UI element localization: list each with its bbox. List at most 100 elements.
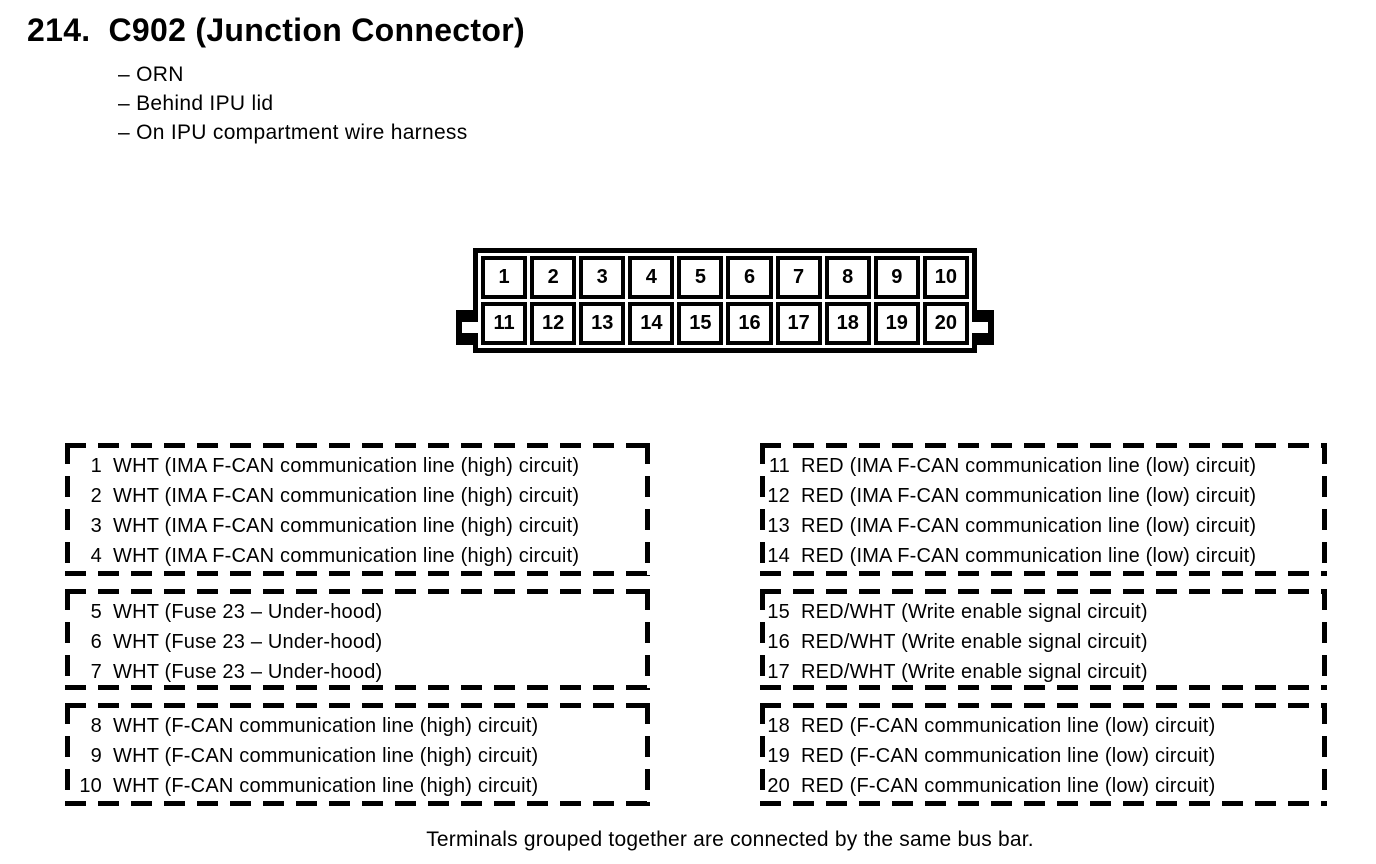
terminal-pin: 3 <box>90 515 102 537</box>
terminal-desc: RED/WHT (Write enable signal circuit) <box>801 631 1148 653</box>
terminal-pin: 10 <box>79 775 102 797</box>
terminal-desc: WHT (F-CAN communication line (high) cir… <box>113 775 539 797</box>
terminal-pin: 18 <box>767 715 790 737</box>
terminal-row: 7 WHT (Fuse 23 – Under-hood) <box>70 657 642 687</box>
terminal-pin: 11 <box>768 455 790 477</box>
terminal-desc: RED (F-CAN communication line (low) circ… <box>801 745 1216 767</box>
pin-cell-19: 19 <box>873 302 920 345</box>
terminal-desc: WHT (F-CAN communication line (high) cir… <box>113 715 539 737</box>
terminal-pin: 8 <box>90 715 102 737</box>
terminal-pin: 7 <box>90 661 102 683</box>
terminal-row: 19 RED (F-CAN communication line (low) ci… <box>765 741 1319 771</box>
terminal-row: 8 WHT (F-CAN communication line (high) ci… <box>70 711 642 741</box>
terminal-desc: RED (F-CAN communication line (low) circ… <box>801 775 1216 797</box>
pin-cell-2: 2 <box>530 256 577 299</box>
terminal-desc: WHT (IMA F-CAN communication line (high)… <box>113 545 580 567</box>
pin-cell-3: 3 <box>579 256 626 299</box>
terminal-row: 5 WHT (Fuse 23 – Under-hood) <box>70 597 642 627</box>
pin-cell-8: 8 <box>824 256 871 299</box>
terminal-row: 11 RED (IMA F-CAN communication line (low… <box>765 451 1319 481</box>
terminal-pin: 13 <box>767 515 790 537</box>
pin-cell-20: 20 <box>922 302 969 345</box>
terminal-desc: RED (F-CAN communication line (low) circ… <box>801 715 1216 737</box>
pin-cell-4: 4 <box>628 256 675 299</box>
pin-cell-5: 5 <box>677 256 724 299</box>
terminal-row: 4 WHT (IMA F-CAN communication line (high… <box>70 541 642 571</box>
pin-cell-9: 9 <box>873 256 920 299</box>
terminal-desc: RED (IMA F-CAN communication line (low) … <box>801 545 1257 567</box>
terminal-row: 14 RED (IMA F-CAN communication line (low… <box>765 541 1319 571</box>
terminal-pin: 9 <box>90 745 102 767</box>
heading-text: C902 (Junction Connector) <box>108 12 525 48</box>
terminal-pin: 14 <box>767 545 790 567</box>
pin-cell-11: 11 <box>481 302 528 345</box>
terminal-desc: RED/WHT (Write enable signal circuit) <box>801 661 1148 683</box>
terminal-row: 15 RED/WHT (Write enable signal circuit) <box>765 597 1319 627</box>
terminal-desc: WHT (IMA F-CAN communication line (high)… <box>113 455 580 477</box>
terminal-row: 10 WHT (F-CAN communication line (high) c… <box>70 771 642 801</box>
terminal-pin: 16 <box>767 631 790 653</box>
terminal-pin: 15 <box>767 601 790 623</box>
terminal-desc: WHT (IMA F-CAN communication line (high)… <box>113 485 580 507</box>
terminal-row: 1 WHT (IMA F-CAN communication line (high… <box>70 451 642 481</box>
terminal-pin: 4 <box>90 545 102 567</box>
terminal-row: 6 WHT (Fuse 23 – Under-hood) <box>70 627 642 657</box>
terminal-pin: 20 <box>767 775 790 797</box>
terminal-pin: 12 <box>767 485 790 507</box>
terminal-pin: 6 <box>90 631 102 653</box>
terminal-row: 17 RED/WHT (Write enable signal circuit) <box>765 657 1319 687</box>
connector-left-tab <box>456 310 479 345</box>
terminal-desc: WHT (Fuse 23 – Under-hood) <box>113 661 383 683</box>
pin-cell-16: 16 <box>726 302 773 345</box>
pin-cell-17: 17 <box>775 302 822 345</box>
terminal-row: 13 RED (IMA F-CAN communication line (low… <box>765 511 1319 541</box>
terminal-desc: RED (IMA F-CAN communication line (low) … <box>801 455 1257 477</box>
location-notes: – ORN – Behind IPU lid – On IPU compartmen… <box>118 60 468 147</box>
terminal-pin: 19 <box>767 745 790 767</box>
terminal-desc: WHT (IMA F-CAN communication line (high)… <box>113 515 580 537</box>
terminal-desc: RED/WHT (Write enable signal circuit) <box>801 601 1148 623</box>
location-note: – Behind IPU lid <box>118 92 274 115</box>
terminal-row: 2 WHT (IMA F-CAN communication line (high… <box>70 481 642 511</box>
pin-cell-13: 13 <box>579 302 626 345</box>
footer-note: Terminals grouped together are connected… <box>426 828 1034 851</box>
heading-number: 214. <box>27 12 91 48</box>
terminal-row: 12 RED (IMA F-CAN communication line (low… <box>765 481 1319 511</box>
terminal-pin: 17 <box>767 661 790 683</box>
pin-cell-12: 12 <box>530 302 577 345</box>
terminal-pin: 1 <box>90 455 102 477</box>
pin-cell-6: 6 <box>726 256 773 299</box>
pin-cell-10: 10 <box>922 256 969 299</box>
location-note: – On IPU compartment wire harness <box>118 121 468 144</box>
terminal-row: 3 WHT (IMA F-CAN communication line (high… <box>70 511 642 541</box>
pin-cell-7: 7 <box>775 256 822 299</box>
terminal-desc: RED (IMA F-CAN communication line (low) … <box>801 515 1257 537</box>
pin-cell-14: 14 <box>628 302 675 345</box>
terminal-row: 20 RED (F-CAN communication line (low) ci… <box>765 771 1319 801</box>
connector-right-tab <box>971 310 994 345</box>
location-note: – ORN <box>118 63 184 86</box>
terminal-desc: RED (IMA F-CAN communication line (low) … <box>801 485 1257 507</box>
pin-cell-15: 15 <box>677 302 724 345</box>
pin-cell-1: 1 <box>481 256 528 299</box>
page-title: 214. C902 (Junction Connector) <box>27 12 525 48</box>
terminal-desc: WHT (Fuse 23 – Under-hood) <box>113 601 383 623</box>
pin-cell-18: 18 <box>824 302 871 345</box>
terminal-pin: 2 <box>90 485 102 507</box>
terminal-row: 18 RED (F-CAN communication line (low) ci… <box>765 711 1319 741</box>
terminal-desc: WHT (Fuse 23 – Under-hood) <box>113 631 383 653</box>
terminal-pin: 5 <box>90 601 102 623</box>
terminal-row: 16 RED/WHT (Write enable signal circuit) <box>765 627 1319 657</box>
